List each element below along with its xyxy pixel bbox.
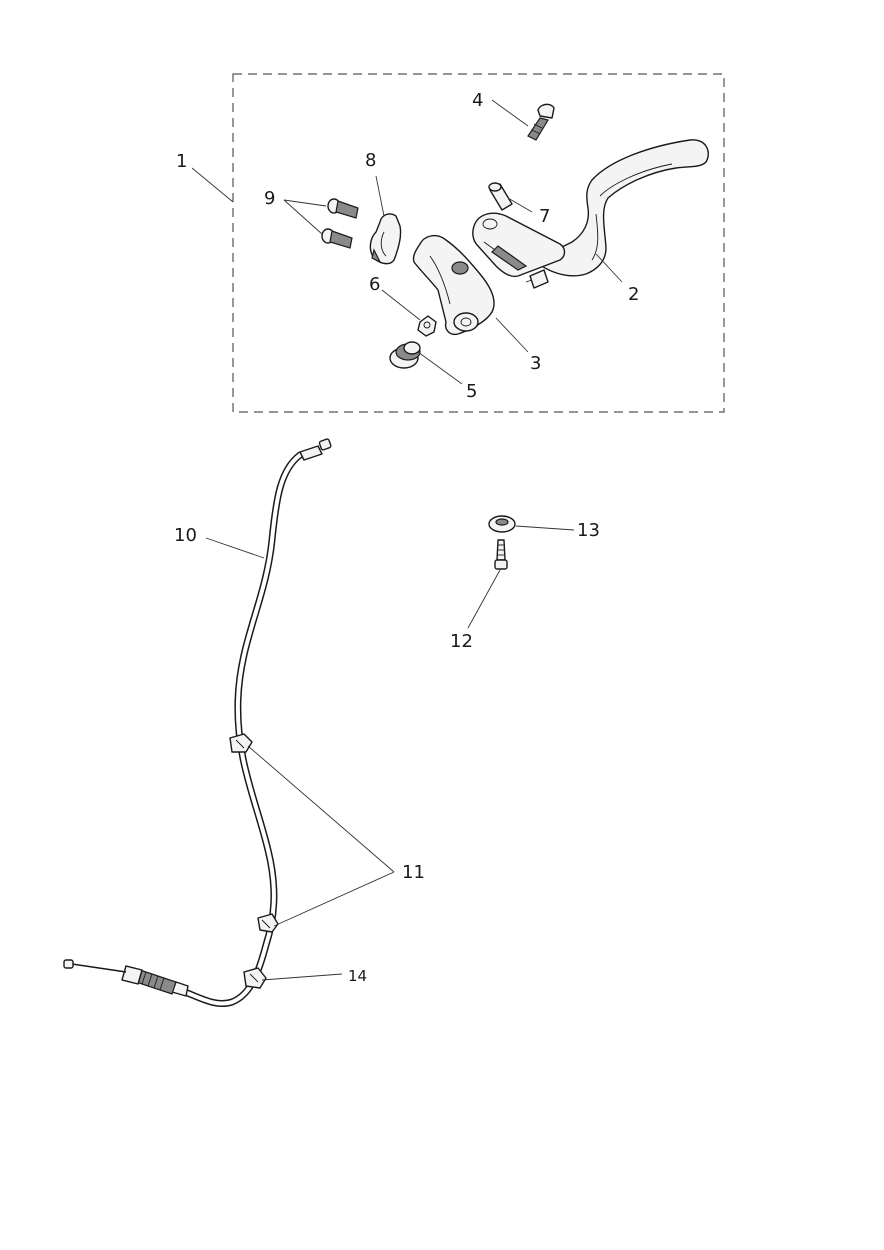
leader-11b xyxy=(273,871,395,927)
part-7-bushing[interactable] xyxy=(488,182,513,211)
part-4-pivot-bolt[interactable] xyxy=(527,103,555,141)
leader-5 xyxy=(417,351,463,385)
callout-5: 5 xyxy=(466,381,477,402)
leader-7 xyxy=(507,197,533,213)
leader-2 xyxy=(595,253,623,283)
callout-11: 11 xyxy=(402,862,425,883)
callout-1: 1 xyxy=(176,151,187,172)
part-3-lever-mount[interactable] xyxy=(412,234,495,336)
part-9-clamp-bolt-lower[interactable] xyxy=(321,228,353,249)
leader-11a xyxy=(247,745,395,873)
part-11-cable-clip-lower[interactable] xyxy=(257,913,279,933)
leader-4 xyxy=(491,99,529,127)
leader-lines xyxy=(191,99,623,981)
leader-3 xyxy=(495,317,529,353)
leader-10 xyxy=(205,537,265,559)
callout-4: 4 xyxy=(472,90,483,111)
part-5-adjuster-knob[interactable] xyxy=(389,341,421,369)
part-6-nut[interactable] xyxy=(417,315,437,337)
callout-2: 2 xyxy=(628,284,639,305)
leader-9b xyxy=(283,199,323,235)
callout-13: 13 xyxy=(577,520,600,541)
callout-9: 9 xyxy=(264,188,275,209)
leader-8 xyxy=(375,175,385,217)
callout-8: 8 xyxy=(365,150,376,171)
part-12-bolt[interactable] xyxy=(494,539,508,570)
callout-12: 12 xyxy=(450,631,473,652)
part-2-clutch-lever[interactable] xyxy=(525,139,709,289)
callout-10: 10 xyxy=(174,525,197,546)
callout-14: 14 xyxy=(348,967,367,985)
callout-6: 6 xyxy=(369,274,380,295)
part-10-clutch-cable[interactable] xyxy=(63,438,332,1007)
part-8-clamp[interactable] xyxy=(369,213,402,265)
leader-12 xyxy=(467,569,501,629)
leader-14 xyxy=(261,973,343,981)
part-9-clamp-bolt-upper[interactable] xyxy=(327,198,359,219)
callout-7: 7 xyxy=(539,206,550,227)
callout-labels: 1 2 3 4 5 6 7 8 9 10 11 12 13 14 xyxy=(174,90,639,985)
lever-kit-boundary xyxy=(232,73,725,413)
part-14-cable-clip[interactable] xyxy=(243,967,267,989)
leader-6 xyxy=(381,289,421,321)
part-13-washer[interactable] xyxy=(488,515,516,533)
leader-1 xyxy=(191,167,234,203)
leader-13 xyxy=(515,525,575,531)
part-11-cable-clip-upper[interactable] xyxy=(229,733,253,753)
leader-9a xyxy=(283,199,327,207)
callout-3: 3 xyxy=(530,353,541,374)
part-7-lever-bracket[interactable] xyxy=(472,212,566,278)
